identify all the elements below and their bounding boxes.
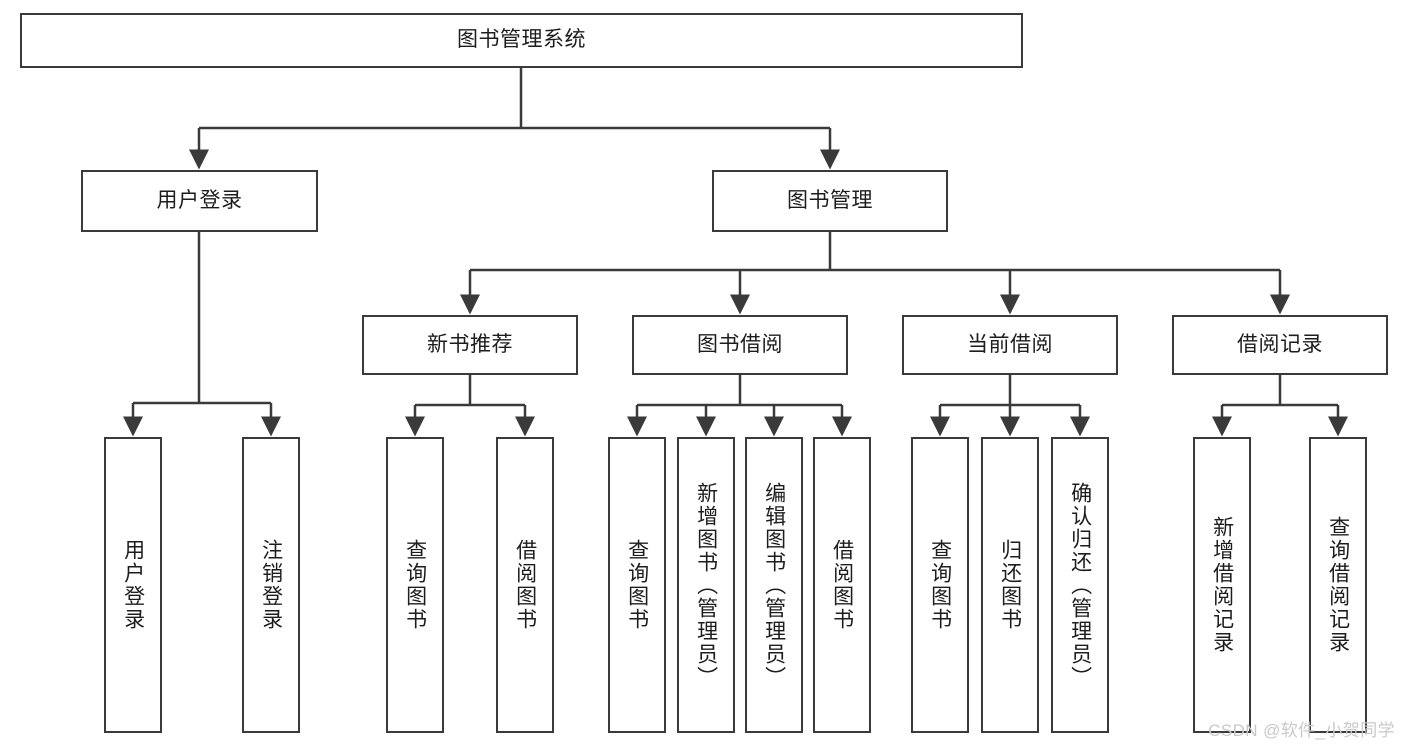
node-leaf-query-book-1[interactable]: 查询图书 [386,437,444,733]
node-book-borrow[interactable]: 图书借阅 [632,315,848,375]
node-new-book-recommend[interactable]: 新书推荐 [362,315,578,375]
node-user-login[interactable]: 用户登录 [81,170,318,232]
node-leaf-borrow-book-2-label: 借阅图书 [830,539,854,631]
node-book-manage[interactable]: 图书管理 [712,170,948,232]
node-leaf-user-login-label: 用户登录 [121,539,145,631]
node-leaf-add-borrow-record-label: 新增借阅记录 [1210,516,1234,654]
node-leaf-borrow-book-2[interactable]: 借阅图书 [813,437,871,733]
node-leaf-query-borrow-record-label: 查询借阅记录 [1326,516,1350,654]
node-leaf-add-borrow-record[interactable]: 新增借阅记录 [1193,437,1251,733]
node-leaf-edit-book-admin-label: 编辑图书（管理员） [762,481,786,689]
node-leaf-borrow-book-1[interactable]: 借阅图书 [496,437,554,733]
node-book-borrow-label: 图书借阅 [697,332,783,356]
node-leaf-return-book[interactable]: 归还图书 [981,437,1039,733]
node-borrow-record[interactable]: 借阅记录 [1172,315,1388,375]
node-user-login-label: 用户登录 [156,188,243,212]
watermark-csdn: CSDN @软件_小贺同学 [1208,721,1395,740]
node-new-book-recommend-label: 新书推荐 [427,332,513,356]
node-leaf-borrow-book-1-label: 借阅图书 [513,539,537,631]
node-root-label: 图书管理系统 [457,28,586,52]
node-borrow-record-label: 借阅记录 [1237,332,1323,356]
node-leaf-query-borrow-record[interactable]: 查询借阅记录 [1309,437,1367,733]
node-leaf-user-login[interactable]: 用户登录 [104,437,162,733]
node-leaf-logout-login[interactable]: 注销登录 [242,437,300,733]
node-leaf-return-book-label: 归还图书 [998,539,1022,631]
node-leaf-query-book-1-label: 查询图书 [403,539,427,631]
node-leaf-add-book-admin[interactable]: 新增图书（管理员） [677,437,735,733]
node-leaf-add-book-admin-label: 新增图书（管理员） [694,481,718,689]
node-leaf-logout-login-label: 注销登录 [259,539,283,631]
node-current-borrow-label: 当前借阅 [967,332,1053,356]
node-leaf-edit-book-admin[interactable]: 编辑图书（管理员） [745,437,803,733]
node-root[interactable]: 图书管理系统 [20,13,1023,68]
node-leaf-query-book-3[interactable]: 查询图书 [911,437,969,733]
node-leaf-query-book-2[interactable]: 查询图书 [608,437,666,733]
node-leaf-confirm-return-admin[interactable]: 确认归还（管理员） [1051,437,1109,733]
node-leaf-confirm-return-admin-label: 确认归还（管理员） [1068,481,1092,689]
node-leaf-query-book-2-label: 查询图书 [625,539,649,631]
node-leaf-query-book-3-label: 查询图书 [928,539,952,631]
node-current-borrow[interactable]: 当前借阅 [902,315,1118,375]
node-book-manage-label: 图书管理 [787,188,873,212]
